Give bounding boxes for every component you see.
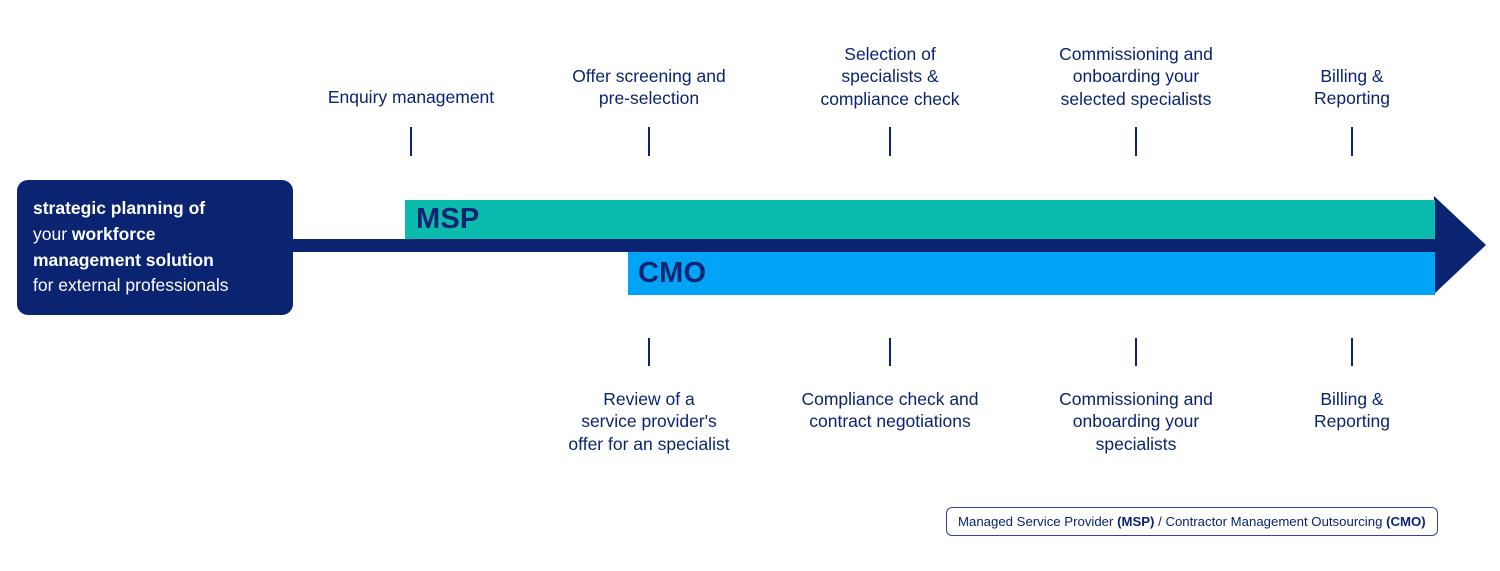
legend-part-1: Managed Service Provider xyxy=(958,514,1118,529)
stage-label-bottom-2: Compliance check and contract negotiatio… xyxy=(801,389,979,432)
stage-label-top-2: Offer screening and pre-selection xyxy=(572,66,726,109)
stage-tick-top-5 xyxy=(1351,127,1353,156)
msp-bar-label: MSP xyxy=(416,203,480,235)
timeline-arrow-stem xyxy=(288,239,1438,252)
msp-bar: MSP xyxy=(405,200,1435,239)
legend-box: Managed Service Provider (MSP) / Contrac… xyxy=(946,507,1438,536)
stage-tick-top-1 xyxy=(410,127,412,156)
stage-label-top-1: Enquiry management xyxy=(327,87,495,107)
stage-tick-bottom-4 xyxy=(1351,338,1353,366)
stage-label-bottom-4: Billing & Reporting xyxy=(1314,389,1390,432)
stage-tick-top-3 xyxy=(889,127,891,156)
stage-label-top-3: Selection of specialists & compliance ch… xyxy=(820,44,960,109)
stage-tick-bottom-3 xyxy=(1135,338,1137,366)
stage-label-top-4: Commissioning and onboarding your select… xyxy=(1059,44,1213,109)
stage-label-bottom-3: Commissioning and onboarding your specia… xyxy=(1059,389,1213,454)
legend-part-2: Contractor Management Outsourcing xyxy=(1165,514,1387,529)
timeline-arrow-head-icon xyxy=(1434,196,1486,294)
stage-label-top-5: Billing & Reporting xyxy=(1314,66,1390,109)
planning-line-1: strategic planning of xyxy=(33,196,275,222)
legend-separator: / xyxy=(1154,514,1166,529)
planning-text-light-2: for external professionals xyxy=(33,275,229,296)
cmo-bar: CMO xyxy=(628,252,1435,295)
planning-text-light-1: your xyxy=(33,223,72,244)
planning-line-2: your workforce xyxy=(33,222,275,248)
stage-tick-top-2 xyxy=(648,127,650,156)
legend-abbr-msp: (MSP) xyxy=(1117,514,1155,529)
stage-tick-bottom-1 xyxy=(648,338,650,366)
planning-text-bold-1: strategic planning of xyxy=(33,198,206,219)
legend-abbr-cmo: (CMO) xyxy=(1386,514,1426,529)
stage-tick-bottom-2 xyxy=(889,338,891,366)
stage-label-bottom-1: Review of a service provider's offer for… xyxy=(568,389,730,454)
strategic-planning-box: strategic planning of your workforce man… xyxy=(17,180,293,315)
planning-text-bold-2: workforce xyxy=(71,223,156,244)
planning-line-3: management solution xyxy=(33,248,275,274)
planning-line-4: for external professionals xyxy=(33,273,275,299)
stage-tick-top-4 xyxy=(1135,127,1137,156)
planning-text-bold-3: management solution xyxy=(33,249,214,270)
cmo-bar-label: CMO xyxy=(638,257,707,289)
legend-text: Managed Service Provider (MSP) / Contrac… xyxy=(958,514,1426,529)
